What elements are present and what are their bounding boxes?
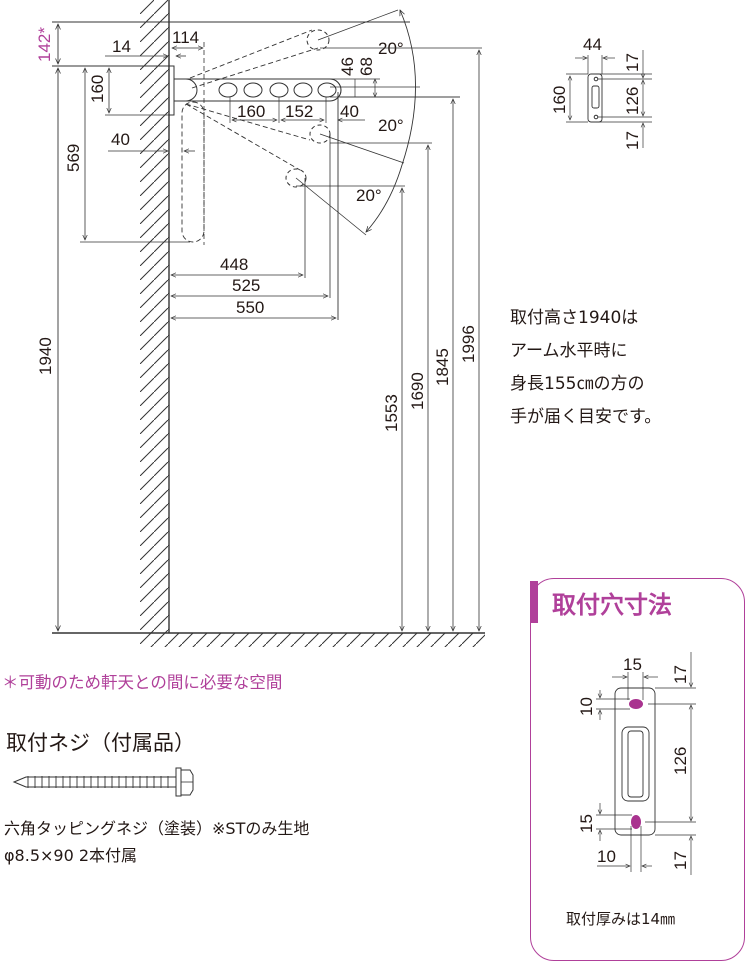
- dim-17-bottom-front: 17: [623, 131, 642, 150]
- dim-1845: 1845: [433, 348, 452, 386]
- dim-15-bottom: 15: [577, 814, 596, 833]
- dim-14: 14: [112, 37, 131, 56]
- dim-17-top-box: 17: [671, 665, 690, 684]
- floor: [52, 632, 485, 647]
- dim-550: 550: [236, 298, 264, 317]
- screw-title: 取付ネジ（付属品）: [6, 731, 195, 755]
- screw-description: 六角タッピングネジ（塗装）※STのみ生地 φ8.5×90 2本付属: [4, 815, 309, 869]
- top-hole: [629, 699, 643, 709]
- dim-46: 46: [338, 57, 357, 76]
- dim-40-folded: 40: [111, 130, 130, 149]
- note-line: アーム水平時に: [510, 341, 628, 361]
- dim-angle-2: 20°: [378, 116, 404, 135]
- dim-126-front: 126: [623, 87, 642, 115]
- dim-160-bracket: 160: [88, 75, 107, 103]
- dim-1940: 1940: [36, 337, 55, 375]
- dim-10-bottom: 10: [597, 847, 616, 866]
- wall: [140, 0, 170, 633]
- dim-17-bottom-box: 17: [671, 851, 690, 870]
- bottom-hole: [631, 815, 641, 829]
- dim-angle-3: 20°: [356, 186, 382, 205]
- dim-126-box: 126: [671, 747, 690, 775]
- dim-44: 44: [583, 35, 602, 54]
- dim-569: 569: [64, 144, 83, 172]
- mounting-height-note: 取付高さ1940は アーム水平時に 身長155㎝の方の 手が届く目安です。: [510, 302, 661, 434]
- dim-1996: 1996: [459, 325, 478, 363]
- screw-icon: [12, 767, 194, 797]
- mount-hole-box-accent-bar: [530, 581, 538, 623]
- note-line: 取付高さ1940は: [510, 308, 639, 328]
- note-line: 身長155㎝の方の: [510, 374, 645, 394]
- dim-17-top-front: 17: [623, 53, 642, 72]
- note-line: 手が届く目安です。: [510, 407, 662, 427]
- bracket-front-view: 44 160 17 126 17: [550, 35, 652, 150]
- dim-1553: 1553: [382, 394, 401, 432]
- dim-525: 525: [232, 276, 260, 295]
- dim-160-pitch: 160: [237, 102, 265, 121]
- mount-thickness-note: 取付厚みは14㎜: [566, 910, 676, 928]
- mount-hole-plate: 15 10 15 10 17 126 17: [577, 652, 696, 875]
- screw-desc-line: 六角タッピングネジ（塗装）※STのみ生地: [4, 819, 310, 838]
- dim-114: 114: [172, 28, 199, 47]
- clearance-note: ＊可動のため軒天との間に必要な空間: [2, 673, 283, 692]
- screw-desc-line: φ8.5×90 2本付属: [4, 846, 138, 865]
- mount-hole-box-title: 取付穴寸法: [552, 591, 672, 619]
- dim-1690: 1690: [408, 372, 427, 410]
- dim-152-pitch: 152: [285, 102, 313, 121]
- arm-horizontal: [174, 78, 342, 102]
- dim-10-top: 10: [577, 697, 596, 716]
- dim-40-tip: 40: [340, 102, 359, 121]
- dim-68: 68: [357, 57, 376, 76]
- mount-hole-box: [530, 578, 745, 961]
- dim-448: 448: [220, 255, 248, 274]
- dim-angle-1: 20°: [378, 39, 404, 58]
- dim-15-top: 15: [623, 655, 642, 674]
- dim-160-front: 160: [550, 86, 569, 114]
- dim-142: 142*: [35, 27, 54, 62]
